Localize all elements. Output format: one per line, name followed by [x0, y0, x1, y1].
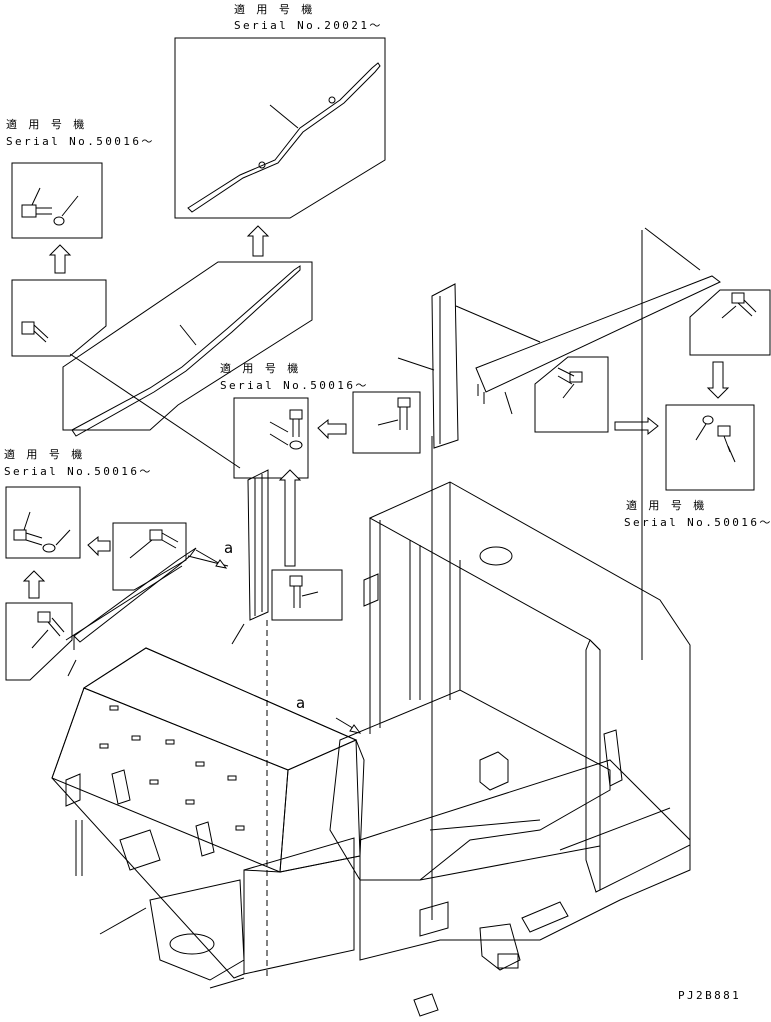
vertical-bracket-center — [397, 283, 541, 920]
detail-box-bolt-washer-4 — [5, 486, 81, 559]
small-bracket-bottom — [413, 993, 439, 1017]
applicable-label-2: 適 用 号 機 — [6, 118, 87, 131]
arrow-down-icon — [706, 361, 730, 399]
view-a-label-1: a — [224, 539, 234, 557]
rail-plate-left — [62, 261, 313, 469]
serial-label-1: Serial No.20021～ — [234, 19, 383, 32]
detail-box-bolt-6 — [5, 602, 73, 681]
detail-box-bolt-washer-2 — [233, 397, 309, 479]
arrow-right-icon — [614, 416, 659, 436]
serial-label-2: Serial No.50016～ — [6, 135, 155, 148]
arrow-up-icon — [22, 570, 46, 599]
applicable-label-3: 適 用 号 機 — [220, 362, 301, 375]
rail-right — [475, 227, 721, 415]
detail-box-bolt-5 — [112, 522, 187, 591]
detail-box-bolt-7 — [271, 569, 343, 621]
view-a-label-2: a — [296, 694, 306, 712]
drawing-code: PJ2B881 — [678, 989, 742, 1002]
serial-label-4: Serial No.50016～ — [4, 465, 153, 478]
detail-box-bolt-3 — [534, 356, 609, 433]
serial-label-3: Serial No.50016～ — [220, 379, 369, 392]
arrow-left-icon — [317, 418, 347, 440]
applicable-label-4: 適 用 号 機 — [4, 448, 85, 461]
detail-box-bolt-1 — [11, 279, 107, 357]
applicable-label-5: 適 用 号 機 — [626, 499, 707, 512]
detail-box-bolt-4 — [689, 289, 771, 356]
detail-box-bolt-2 — [352, 391, 421, 454]
vertical-bracket-left — [231, 469, 302, 978]
cab-frame-assembly — [329, 481, 691, 971]
applicable-label-1: 適 用 号 機 — [234, 3, 315, 16]
serial-label-5: Serial No.50016～ — [624, 516, 771, 529]
detail-box-bolt-washer-1 — [11, 162, 103, 239]
detail-box-top-rail — [174, 37, 386, 219]
arrow-left-icon — [87, 535, 111, 557]
arrow-up-icon — [278, 469, 302, 567]
arrow-up-icon — [48, 244, 72, 274]
cab-front-cover — [51, 647, 365, 989]
detail-box-bolt-washer-3 — [665, 404, 755, 491]
arrow-up-icon — [246, 225, 270, 257]
stay-left — [65, 547, 229, 677]
